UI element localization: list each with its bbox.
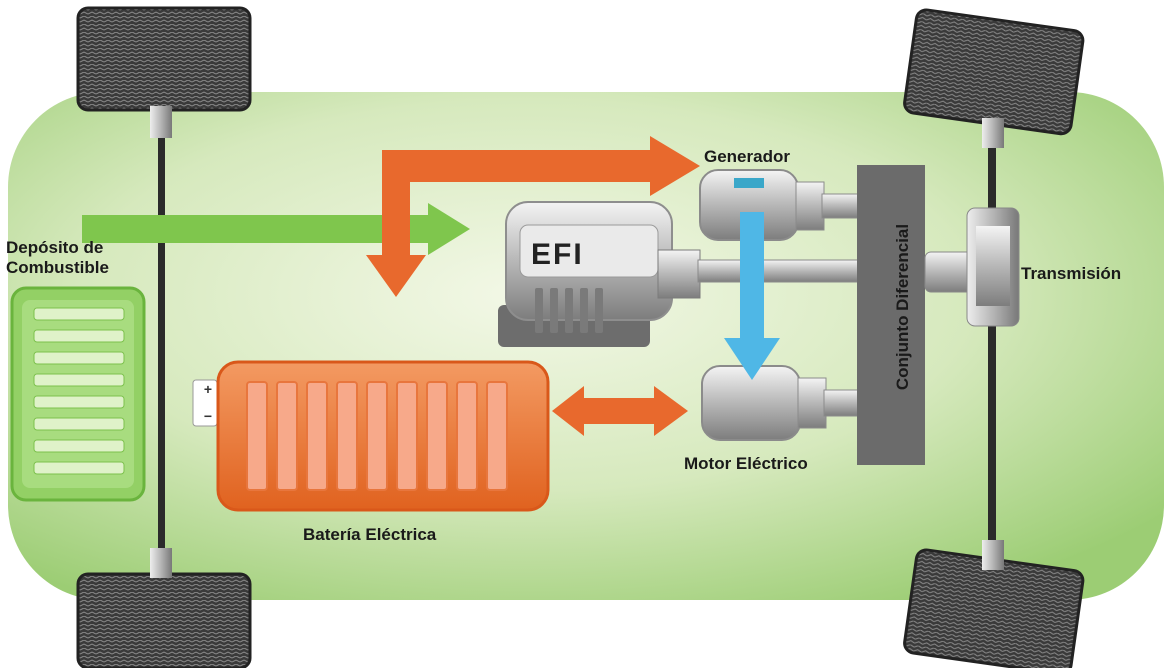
tire-front-top — [903, 9, 1084, 135]
front-axle — [988, 120, 996, 580]
battery-label: Batería Eléctrica — [303, 525, 436, 545]
differential-block — [857, 165, 925, 465]
battery-positive-sign: + — [201, 382, 215, 396]
transmission-label: Transmisión — [1021, 264, 1121, 284]
fuel-tank-label: Depósito de Combustible — [6, 238, 166, 278]
efi-label: EFI — [531, 238, 584, 272]
electric-battery — [193, 362, 548, 510]
differential-label: Conjunto Diferencial — [893, 157, 913, 457]
fuel-tank — [12, 288, 144, 500]
electric-motor-label: Motor Eléctrico — [684, 454, 808, 474]
generator-label: Generador — [704, 147, 790, 167]
rear-axle — [158, 110, 165, 580]
battery-negative-sign: − — [201, 409, 215, 423]
